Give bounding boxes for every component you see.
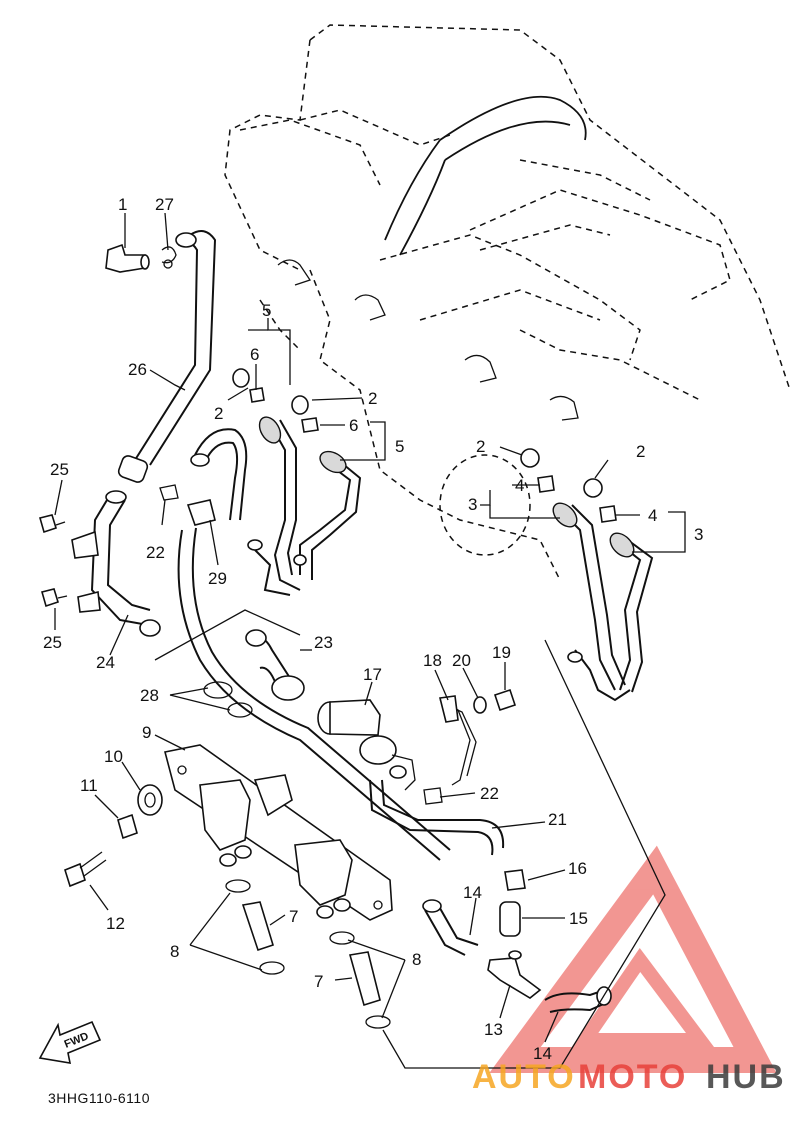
hose-29 bbox=[190, 428, 248, 521]
logo-triangle-inner-icon bbox=[571, 948, 714, 1047]
bolt-25b bbox=[41, 588, 68, 608]
bolt-25a bbox=[39, 514, 66, 534]
hose-21 bbox=[369, 779, 505, 856]
part-labels: 1 27 5 6 26 2 2 6 5 2 2 4 3 4 3 25 22 29… bbox=[43, 195, 703, 1063]
watermark-text: AUTO MOTO HUB bbox=[472, 1058, 786, 1096]
hose-23 bbox=[245, 629, 305, 701]
clip-22b bbox=[423, 787, 443, 805]
label-2c: 2 bbox=[476, 437, 485, 456]
hose-15 bbox=[499, 901, 521, 937]
label-20: 20 bbox=[452, 651, 471, 670]
clip-16 bbox=[504, 869, 526, 891]
label-2b: 2 bbox=[368, 389, 377, 408]
label-15: 15 bbox=[569, 909, 588, 928]
label-6a: 6 bbox=[250, 345, 259, 364]
reed-valve-plate-9 bbox=[164, 744, 393, 921]
cap-2-group-b bbox=[520, 448, 617, 523]
pipe-24 bbox=[71, 490, 161, 637]
label-1: 1 bbox=[118, 195, 127, 214]
hose-7a bbox=[241, 901, 274, 952]
label-5b: 5 bbox=[395, 437, 404, 456]
label-17: 17 bbox=[363, 665, 382, 684]
label-19: 19 bbox=[492, 643, 511, 662]
label-8a: 8 bbox=[170, 942, 179, 961]
label-14a: 14 bbox=[463, 883, 482, 902]
label-11: 11 bbox=[80, 776, 98, 795]
air-cut-valve-17 bbox=[317, 699, 416, 791]
label-18: 18 bbox=[423, 651, 442, 670]
label-16: 16 bbox=[568, 859, 587, 878]
watermark-auto: AUTO bbox=[472, 1058, 576, 1096]
joint-13 bbox=[487, 950, 542, 999]
watermark-hub: HUB bbox=[706, 1058, 786, 1096]
clip-22a bbox=[159, 484, 179, 501]
part-27-clip bbox=[161, 246, 177, 269]
label-25b: 25 bbox=[43, 633, 62, 652]
label-25a: 25 bbox=[50, 460, 69, 479]
collar-11 bbox=[117, 813, 138, 840]
leader-lines bbox=[54, 212, 686, 1069]
grommet-10 bbox=[137, 784, 163, 816]
label-28: 28 bbox=[140, 686, 159, 705]
label-21: 21 bbox=[548, 810, 567, 829]
label-27: 27 bbox=[155, 195, 174, 214]
label-3a: 3 bbox=[468, 495, 477, 514]
engine-outline bbox=[224, 24, 791, 581]
label-22a: 22 bbox=[146, 543, 165, 562]
label-9: 9 bbox=[142, 723, 151, 742]
hose-14a bbox=[422, 899, 479, 956]
label-13: 13 bbox=[484, 1020, 503, 1039]
label-22b: 22 bbox=[480, 784, 499, 803]
label-4b: 4 bbox=[648, 506, 657, 525]
label-24: 24 bbox=[96, 653, 115, 672]
bolt-12 bbox=[64, 851, 107, 888]
label-4a: 4 bbox=[515, 476, 524, 495]
fwd-arrow-icon: FWD bbox=[38, 1020, 102, 1064]
label-14b: 14 bbox=[533, 1044, 552, 1063]
label-3b: 3 bbox=[694, 525, 703, 544]
hose-assembly-3 bbox=[552, 502, 654, 702]
watermark-moto: MOTO bbox=[578, 1058, 687, 1096]
label-12: 12 bbox=[106, 914, 125, 933]
label-6b: 6 bbox=[349, 416, 358, 435]
logo-triangle-outer-icon bbox=[489, 845, 777, 1073]
cap-2-group-a bbox=[232, 368, 319, 433]
label-7b: 7 bbox=[314, 972, 323, 991]
label-26: 26 bbox=[128, 360, 147, 379]
diagram-code: 3HHG110-6110 bbox=[48, 1090, 150, 1106]
hose-26 bbox=[117, 230, 217, 483]
label-29: 29 bbox=[208, 569, 227, 588]
clamps-8 bbox=[225, 879, 391, 1029]
label-2d: 2 bbox=[636, 442, 645, 461]
label-7a: 7 bbox=[289, 907, 298, 926]
hose-7b bbox=[348, 951, 381, 1007]
bolt-19 bbox=[493, 688, 517, 712]
label-10: 10 bbox=[104, 747, 123, 766]
label-5a: 5 bbox=[262, 301, 271, 320]
watermark-logo bbox=[489, 845, 777, 1073]
part-1-elbow bbox=[105, 243, 150, 273]
label-8b: 8 bbox=[412, 950, 421, 969]
washer-20 bbox=[473, 696, 487, 714]
hose-assembly-5 bbox=[247, 416, 362, 596]
label-2a: 2 bbox=[214, 404, 223, 423]
label-23: 23 bbox=[314, 633, 333, 652]
bracket-18 bbox=[439, 695, 477, 786]
